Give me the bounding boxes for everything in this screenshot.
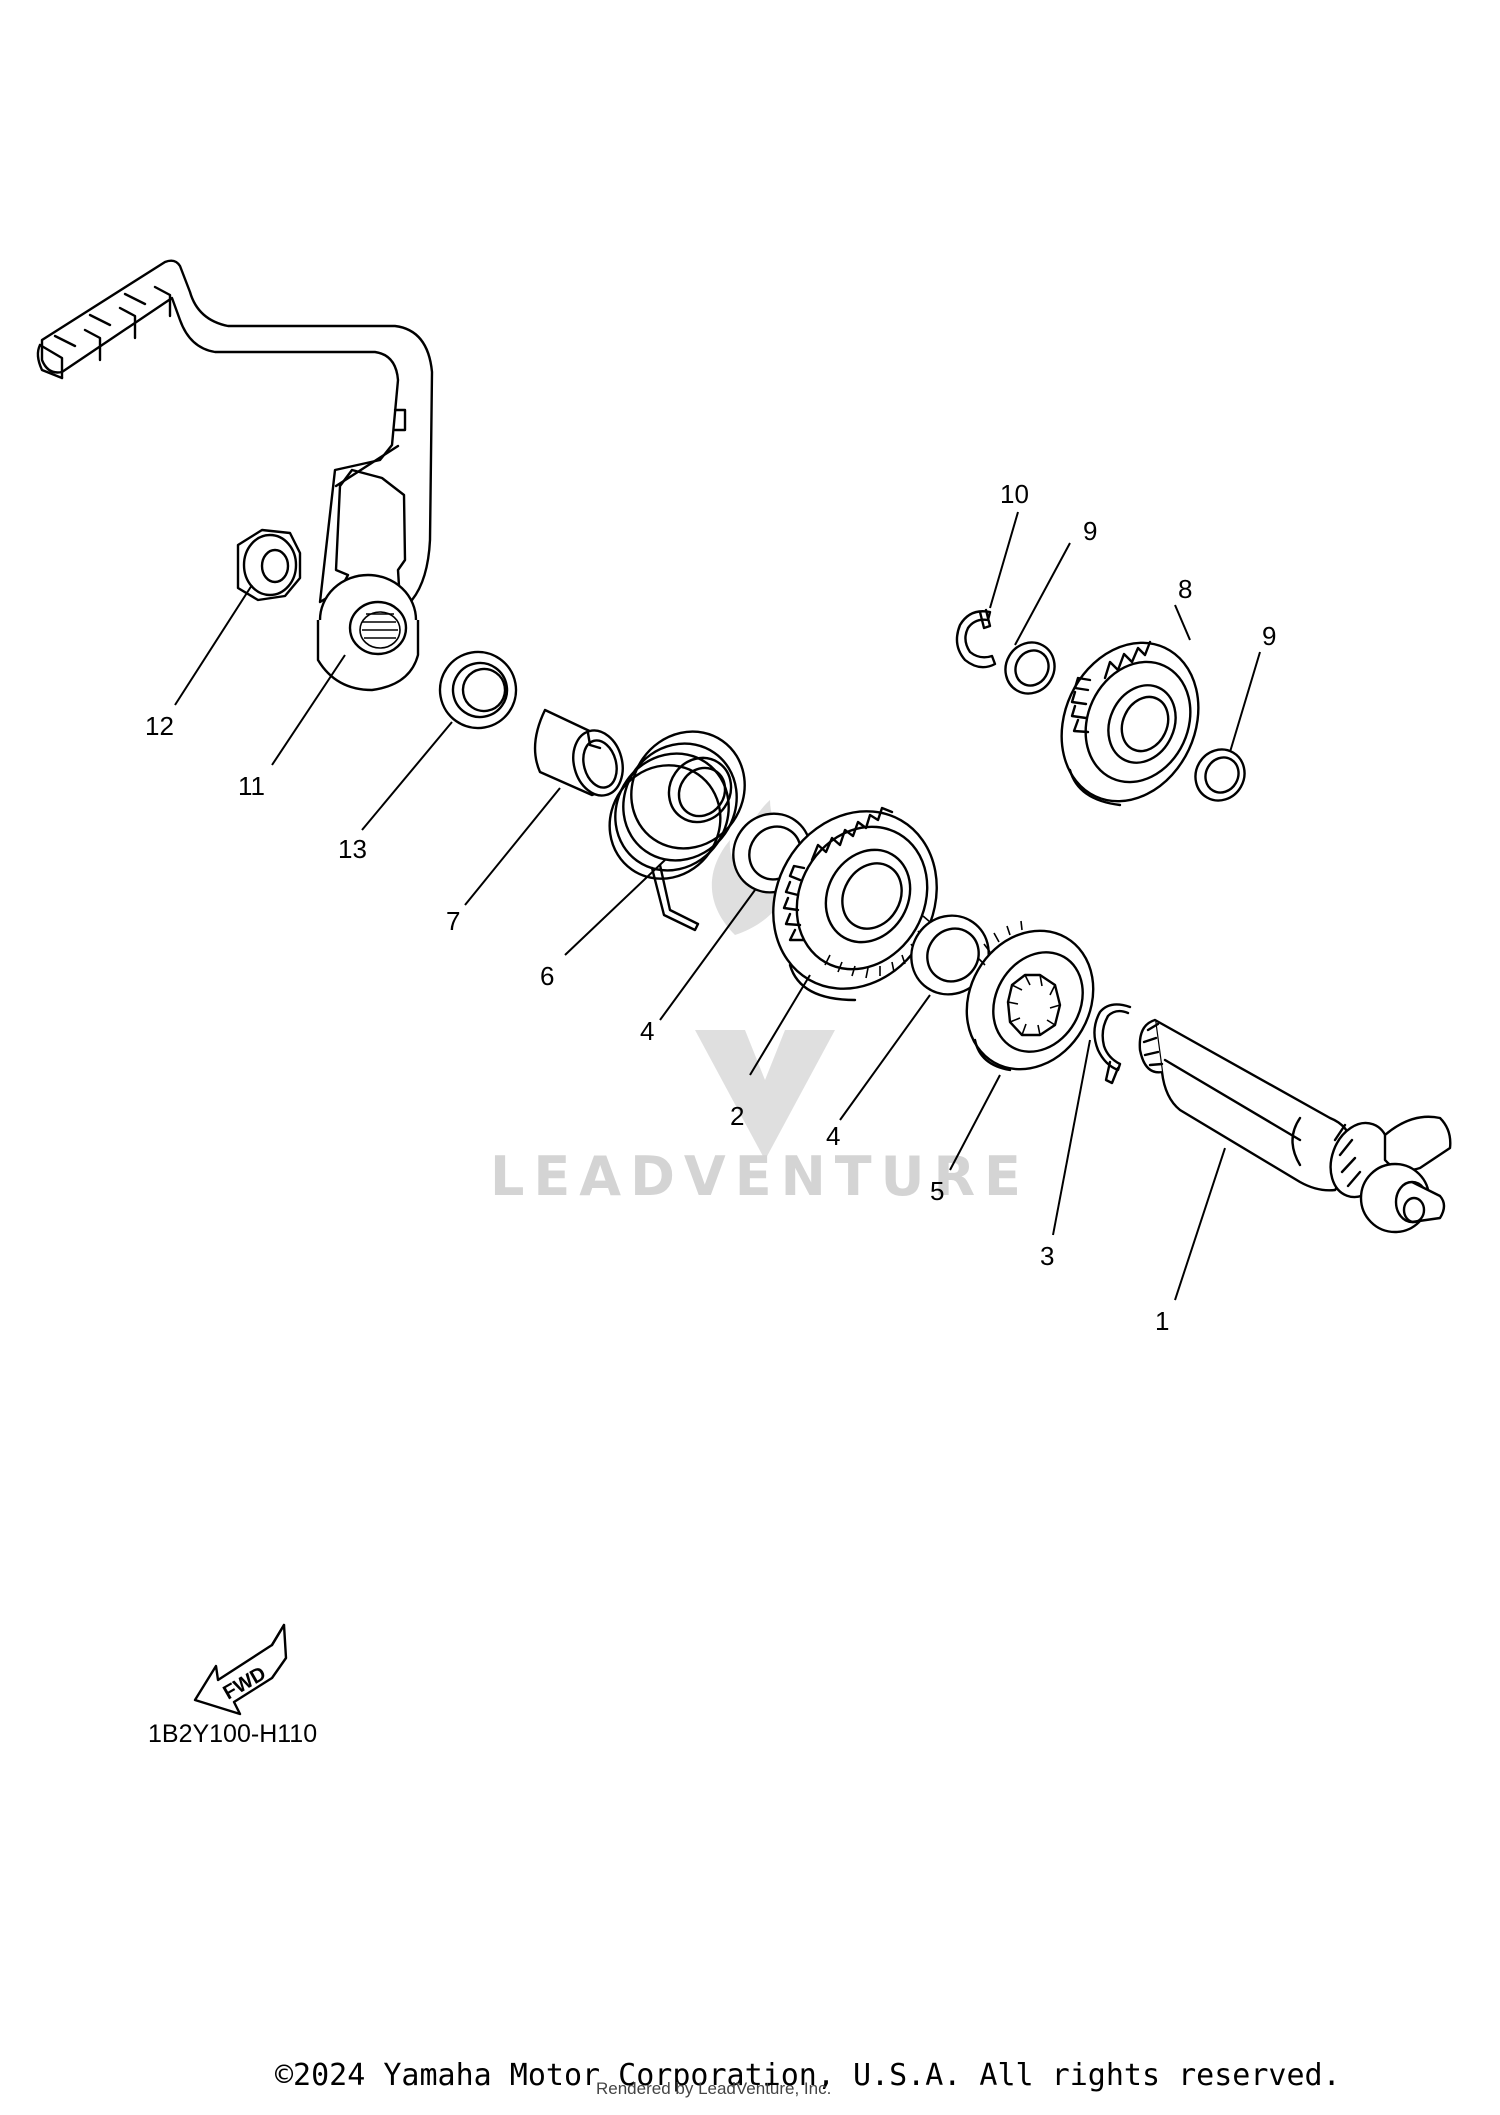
callout-13: 13 [338,834,367,864]
part-2-kick-gear[interactable] [741,781,968,1018]
callout-12: 12 [145,711,174,741]
callout-2: 2 [730,1101,744,1131]
copyright-notice: ©2024 Yamaha Motor Corporation, U.S.A. A… [275,2058,1341,2093]
callout-11: 11 [238,771,265,801]
callout-8: 8 [1178,574,1192,604]
fwd-arrow-icon: FWD [193,1623,288,1716]
part-8-idle-gear[interactable] [1036,620,1223,824]
callout-7: 7 [446,906,460,936]
part-9-washer-a[interactable] [996,633,1064,702]
callout-3: 3 [1040,1241,1054,1271]
callout-6: 6 [540,961,554,991]
callout-9b: 9 [1262,621,1276,651]
part-6-torsion-spring[interactable] [587,709,767,932]
part-11-kick-crank[interactable] [36,259,434,692]
callout-10: 10 [1000,479,1029,509]
callout-5: 5 [930,1176,944,1206]
callouts: 1 2 3 4 4 5 6 7 8 9 9 10 11 12 13 [145,479,1276,1336]
part-1-kick-axle[interactable] [1138,1018,1452,1234]
callout-9a: 9 [1083,516,1097,546]
part-10-circlip[interactable] [955,608,997,669]
part-12-nut[interactable] [236,528,302,602]
callout-4b: 4 [826,1121,840,1151]
watermark-text: LEADVENTURE [490,1145,1030,1208]
leader-lines [174,511,1261,1301]
rendered-by-credit: Rendered by LeadVenture, Inc. [596,2079,832,2098]
part-13-oil-seal[interactable] [425,637,531,743]
callout-1: 1 [1155,1306,1169,1336]
leadventure-watermark: LEADVENTURE [490,800,1030,1208]
part-9-washer-b[interactable] [1186,740,1254,809]
diagram-code: 1B2Y100-H110 [148,1720,317,1748]
part-5-ratchet[interactable] [942,908,1118,1093]
part-4-washer-b[interactable] [896,900,1004,1009]
callout-4a: 4 [640,1016,654,1046]
part-7-bushing[interactable] [533,708,630,801]
part-3-circlip[interactable] [1093,1003,1132,1085]
